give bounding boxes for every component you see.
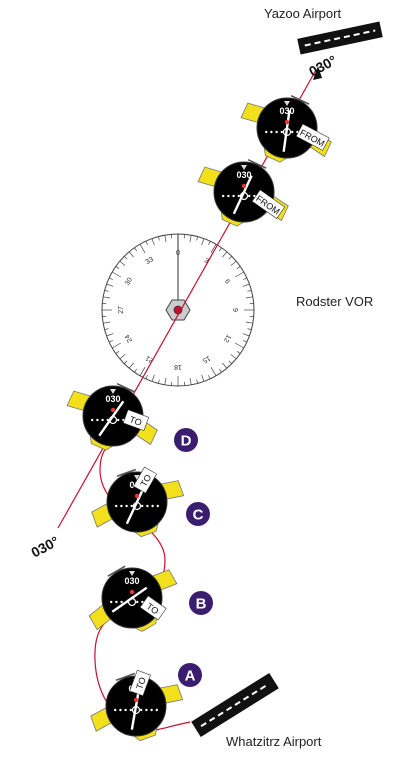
whatzitrz-runway: [191, 673, 279, 737]
course-readout: 030: [105, 394, 120, 404]
course-readout: 030: [279, 106, 294, 116]
position-marker-a: A: [178, 663, 202, 687]
rose-number: 9: [231, 308, 238, 312]
yazoo-airport-label: Yazoo Airport: [264, 6, 341, 21]
position-marker-b: B: [189, 591, 213, 615]
svg-text:D: D: [181, 433, 192, 450]
rodster-vor-label: Rodster VOR: [296, 294, 373, 309]
svg-text:B: B: [196, 596, 207, 613]
vor-instruments: 030FROM030FROM030TOD030TOC030TOB030TOA: [57, 80, 342, 753]
course-readout: 030: [124, 576, 139, 586]
position-marker-c: C: [186, 502, 210, 526]
rose-number: 27: [118, 306, 125, 314]
compass-rose: 03691215182124273033: [102, 234, 254, 386]
svg-text:A: A: [185, 668, 196, 685]
rose-number: 18: [174, 363, 182, 370]
yazoo-runway: [297, 21, 382, 54]
svg-text:C: C: [193, 507, 204, 524]
position-marker-d: D: [174, 428, 198, 452]
whatzitrz-airport-label: Whatzitrz Airport: [226, 734, 321, 749]
